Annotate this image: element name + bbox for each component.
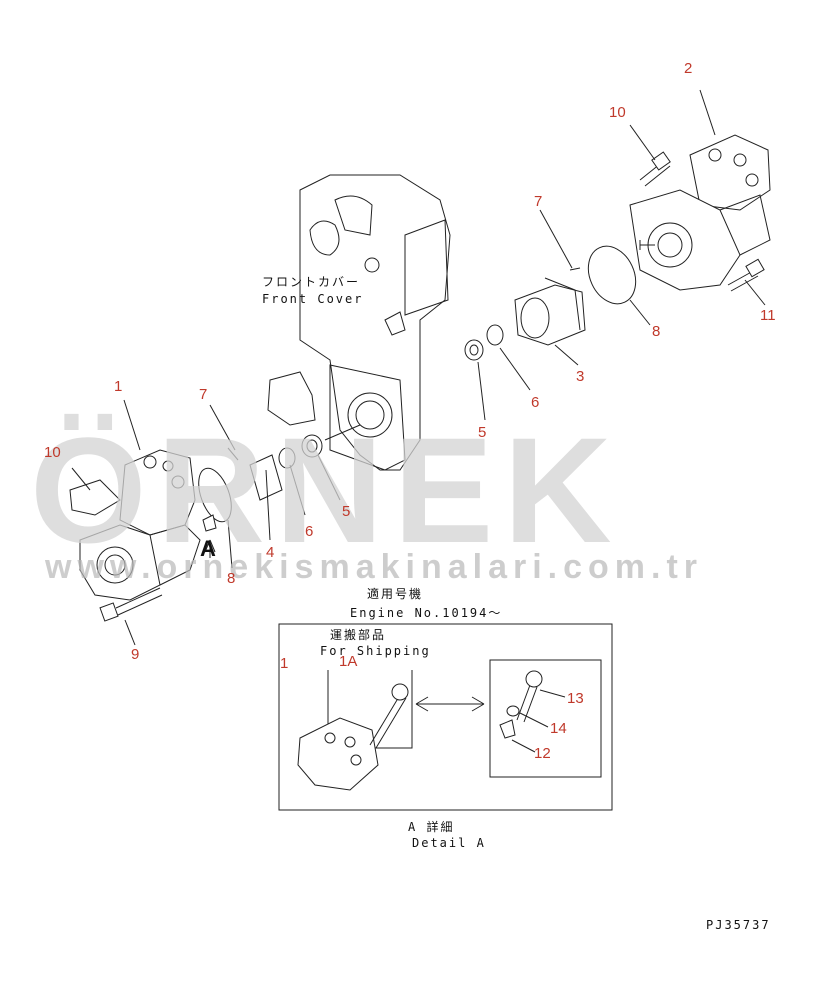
front-cover bbox=[267, 174, 451, 471]
drawing-code: PJ35737 bbox=[706, 918, 771, 932]
leader-lines bbox=[71, 89, 766, 569]
callout-1: 1 bbox=[114, 378, 123, 395]
front-cover-label-jp: フロントカバー bbox=[262, 275, 361, 289]
callout-5-left: 5 bbox=[342, 503, 351, 520]
callout-14: 14 bbox=[550, 720, 567, 737]
bolts-right bbox=[639, 151, 765, 292]
callout-9: 9 bbox=[131, 646, 140, 663]
front-cover-label-en: Front Cover bbox=[262, 292, 364, 306]
callout-8-right: 8 bbox=[652, 323, 661, 340]
callout-5-right: 5 bbox=[478, 424, 487, 441]
compressor-right bbox=[629, 134, 771, 291]
callout-3: 3 bbox=[576, 368, 585, 385]
detail-label-jp: A 詳細 bbox=[408, 820, 455, 834]
callout-10-right: 10 bbox=[609, 104, 626, 121]
compressor-left bbox=[69, 449, 201, 601]
shipping-label-en: For Shipping bbox=[320, 644, 431, 658]
callout-8-left: 8 bbox=[227, 570, 236, 587]
callout-13: 13 bbox=[567, 690, 584, 707]
view-a-marker: A bbox=[200, 536, 216, 561]
engine-number-label: Engine No.10194～ bbox=[350, 606, 503, 620]
callout-7-right: 7 bbox=[534, 193, 543, 210]
callout-10-left: 10 bbox=[44, 444, 61, 461]
bolt-9 bbox=[99, 587, 163, 646]
detail-label-en: Detail A bbox=[412, 836, 486, 850]
callout-1a: 1A bbox=[339, 653, 358, 670]
callout-6-left: 6 bbox=[305, 523, 314, 540]
callout-4: 4 bbox=[266, 544, 275, 561]
applicable-label-jp: 適用号機 bbox=[367, 587, 424, 601]
detail-a-frame bbox=[278, 623, 613, 811]
callout-11: 11 bbox=[760, 307, 776, 324]
callout-12: 12 bbox=[534, 745, 551, 762]
callout-2: 2 bbox=[684, 60, 693, 77]
coupling-3 bbox=[464, 245, 637, 361]
callout-7-left: 7 bbox=[199, 386, 208, 403]
watermark-url: www.ornekismakinalari.com.tr bbox=[45, 548, 704, 586]
watermark-brand: ÖRNEK bbox=[30, 406, 622, 574]
shipping-label-jp: 運搬部品 bbox=[330, 628, 387, 642]
callout-6-right: 6 bbox=[531, 394, 540, 411]
callout-1-detail: 1 bbox=[280, 655, 289, 672]
